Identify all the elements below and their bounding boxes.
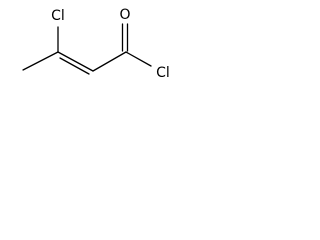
bonds [22, 23, 152, 75]
atom-label-cl-right: Cl [156, 65, 170, 81]
cc-single-bond [92, 51, 127, 72]
c-cl-bond-right [125, 51, 152, 67]
cc-double-bond-outer [57, 51, 94, 72]
structure-diagram: Cl O Cl [0, 0, 180, 97]
atom-label-cl-top: Cl [51, 8, 65, 24]
cc-double-bond-inner [59, 57, 90, 75]
atom-labels: Cl O Cl [51, 7, 170, 81]
background [0, 0, 180, 97]
methyl-bond [22, 51, 59, 71]
atom-label-o: O [119, 7, 130, 23]
